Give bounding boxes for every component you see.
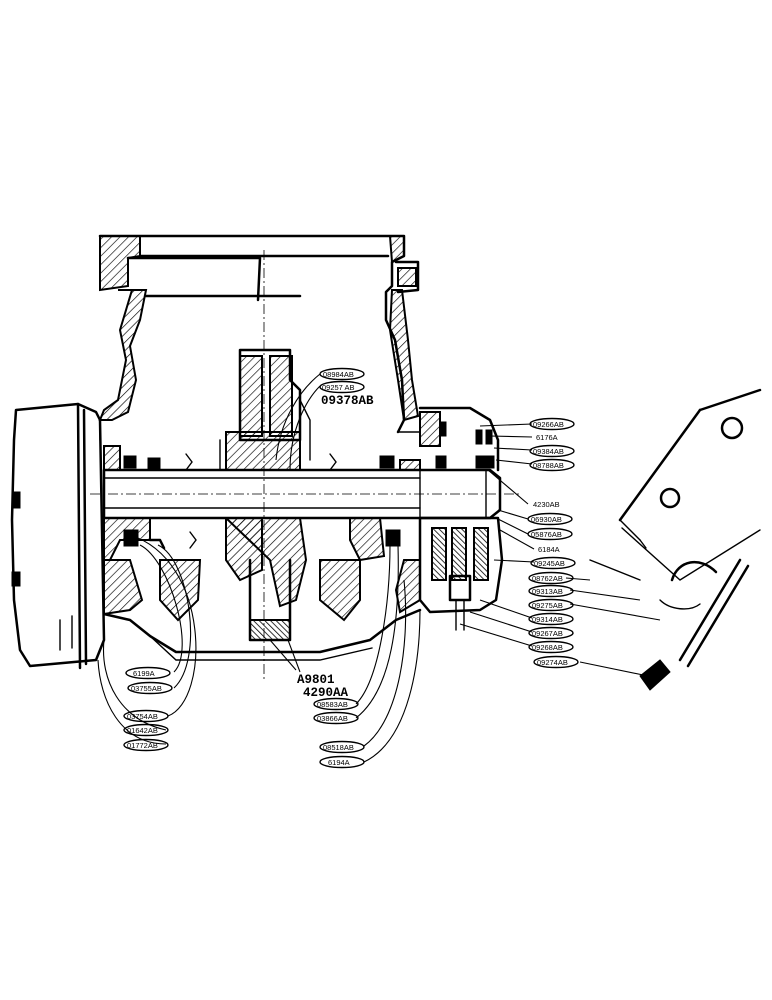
left-end-cover (10, 402, 106, 670)
callout-l4: 01642AB (127, 726, 158, 735)
main-shaft (90, 468, 520, 520)
housing-top (98, 234, 420, 441)
callout-r7: 05876AB (531, 530, 562, 539)
callout-l1: 6199A (133, 669, 155, 678)
callout-r10: 08762AB (532, 574, 563, 583)
leader-lines (97, 373, 661, 763)
callouts-right: 09266AB 6176A 09384AB 08788AB 4230AB 069… (527, 417, 579, 669)
callouts-lower-left: 6199A 03755AB 03754AB 01642AB 01772AB (123, 666, 173, 752)
callout-r15: 09268AB (532, 643, 563, 652)
callout-r6: 06930AB (531, 515, 562, 524)
callout-r14: 09267AB (532, 629, 563, 638)
callouts-bottom-center: A9801 4290AA (297, 673, 349, 700)
callout-r8: 6184A (538, 545, 560, 554)
callout-m3: 08518AB (323, 743, 354, 752)
callout-t1: 08984AB (323, 370, 354, 379)
callout-r5: 4230AB (533, 500, 560, 509)
callout-t2: 09257 AB (322, 383, 355, 392)
callout-a9801: A9801 (297, 673, 335, 687)
callout-l3: 03754AB (127, 712, 158, 721)
linkage-detail-view (589, 388, 762, 691)
callouts-lower-mid: 08583AB 03866AB 08518AB 6194A (313, 697, 365, 769)
callout-l2: 03755AB (131, 684, 162, 693)
callout-r11: 09313AB (532, 587, 563, 596)
callout-big-top: 09378AB (321, 394, 374, 408)
callout-r12: 09275AB (532, 601, 563, 610)
callout-r13: 09314AB (532, 615, 563, 624)
callouts-top: 08984AB 09257 AB 09378AB (319, 367, 374, 408)
callout-l5: 01772AB (127, 741, 158, 750)
callout-r1: 09266AB (533, 420, 564, 429)
callout-r9: 09245AB (534, 559, 565, 568)
callout-r16: 09274AB (537, 658, 568, 667)
callout-r3: 09384AB (533, 447, 564, 456)
housing-bottom (102, 559, 422, 661)
callout-4290aa: 4290AA (303, 686, 349, 700)
callout-r4: 08788AB (533, 461, 564, 470)
callout-m1: 08583AB (317, 700, 348, 709)
center-gear-pinion (219, 250, 337, 680)
callout-m4: 6194A (328, 758, 350, 767)
right-clutch-pack (349, 406, 504, 631)
callout-r2: 6176A (536, 433, 558, 442)
left-bearing-area (103, 445, 197, 616)
callout-m2: 03866AB (317, 714, 348, 723)
